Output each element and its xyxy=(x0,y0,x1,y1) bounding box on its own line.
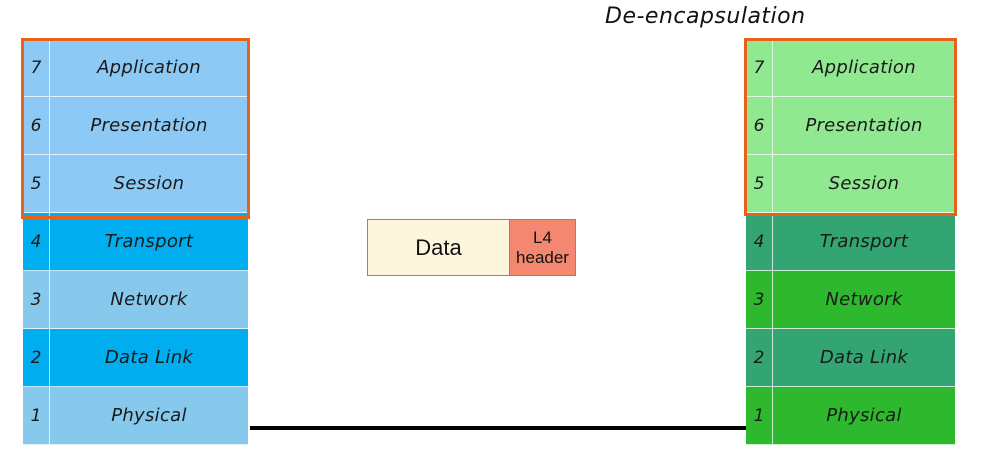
left-layer-2: 2 Data Link xyxy=(23,329,248,387)
header-label-line1: L4 xyxy=(533,227,552,247)
layer-number: 4 xyxy=(746,213,773,270)
layer-number: 5 xyxy=(746,155,773,212)
right-layer-4: 4 Transport xyxy=(746,213,955,271)
layer-number: 2 xyxy=(746,329,773,386)
layer-number: 7 xyxy=(23,39,50,96)
packet-l4-header: L4 header xyxy=(510,219,576,276)
layer-number: 6 xyxy=(746,97,773,154)
layer-name: Physical xyxy=(826,405,902,426)
layer-number: 2 xyxy=(23,329,50,386)
right-layer-2: 2 Data Link xyxy=(746,329,955,387)
layer-name: Data Link xyxy=(819,347,909,368)
packet: Data L4 header xyxy=(367,219,576,276)
layer-name: Physical xyxy=(111,405,187,426)
right-layer-3: 3 Network xyxy=(746,271,955,329)
packet-data-segment: Data xyxy=(367,219,510,276)
right-osi-stack: 7 Application 6 Presentation 5 Session 4… xyxy=(746,39,955,445)
right-layer-1: 1 Physical xyxy=(746,387,955,445)
left-layer-4: 4 Transport xyxy=(23,213,248,271)
right-layer-7: 7 Application xyxy=(746,39,955,97)
layer-number: 4 xyxy=(23,213,50,270)
left-layer-3: 3 Network xyxy=(23,271,248,329)
layer-name: Application xyxy=(97,57,201,78)
right-layer-5: 5 Session xyxy=(746,155,955,213)
layer-name: Transport xyxy=(819,231,909,252)
layer-number: 1 xyxy=(746,387,773,444)
layer-name: Data Link xyxy=(104,347,194,368)
layer-name: Presentation xyxy=(90,115,208,136)
layer-name: Network xyxy=(825,289,903,310)
layer-number: 1 xyxy=(23,387,50,444)
header-label-line2: header xyxy=(516,247,569,267)
layer-name: Session xyxy=(828,173,900,194)
layer-name: Presentation xyxy=(805,115,923,136)
layer-number: 3 xyxy=(746,271,773,328)
physical-link-line xyxy=(250,426,746,430)
layer-name: Transport xyxy=(104,231,194,252)
left-layer-5: 5 Session xyxy=(23,155,248,213)
layer-number: 3 xyxy=(23,271,50,328)
diagram-title: De-encapsulation xyxy=(605,4,806,29)
right-layer-6: 6 Presentation xyxy=(746,97,955,155)
layer-name: Network xyxy=(110,289,188,310)
left-layer-7: 7 Application xyxy=(23,39,248,97)
left-layer-1: 1 Physical xyxy=(23,387,248,445)
layer-name: Session xyxy=(113,173,185,194)
left-layer-6: 6 Presentation xyxy=(23,97,248,155)
layer-number: 7 xyxy=(746,39,773,96)
left-osi-stack: 7 Application 6 Presentation 5 Session 4… xyxy=(23,39,248,445)
layer-name: Application xyxy=(812,57,916,78)
layer-number: 5 xyxy=(23,155,50,212)
layer-number: 6 xyxy=(23,97,50,154)
